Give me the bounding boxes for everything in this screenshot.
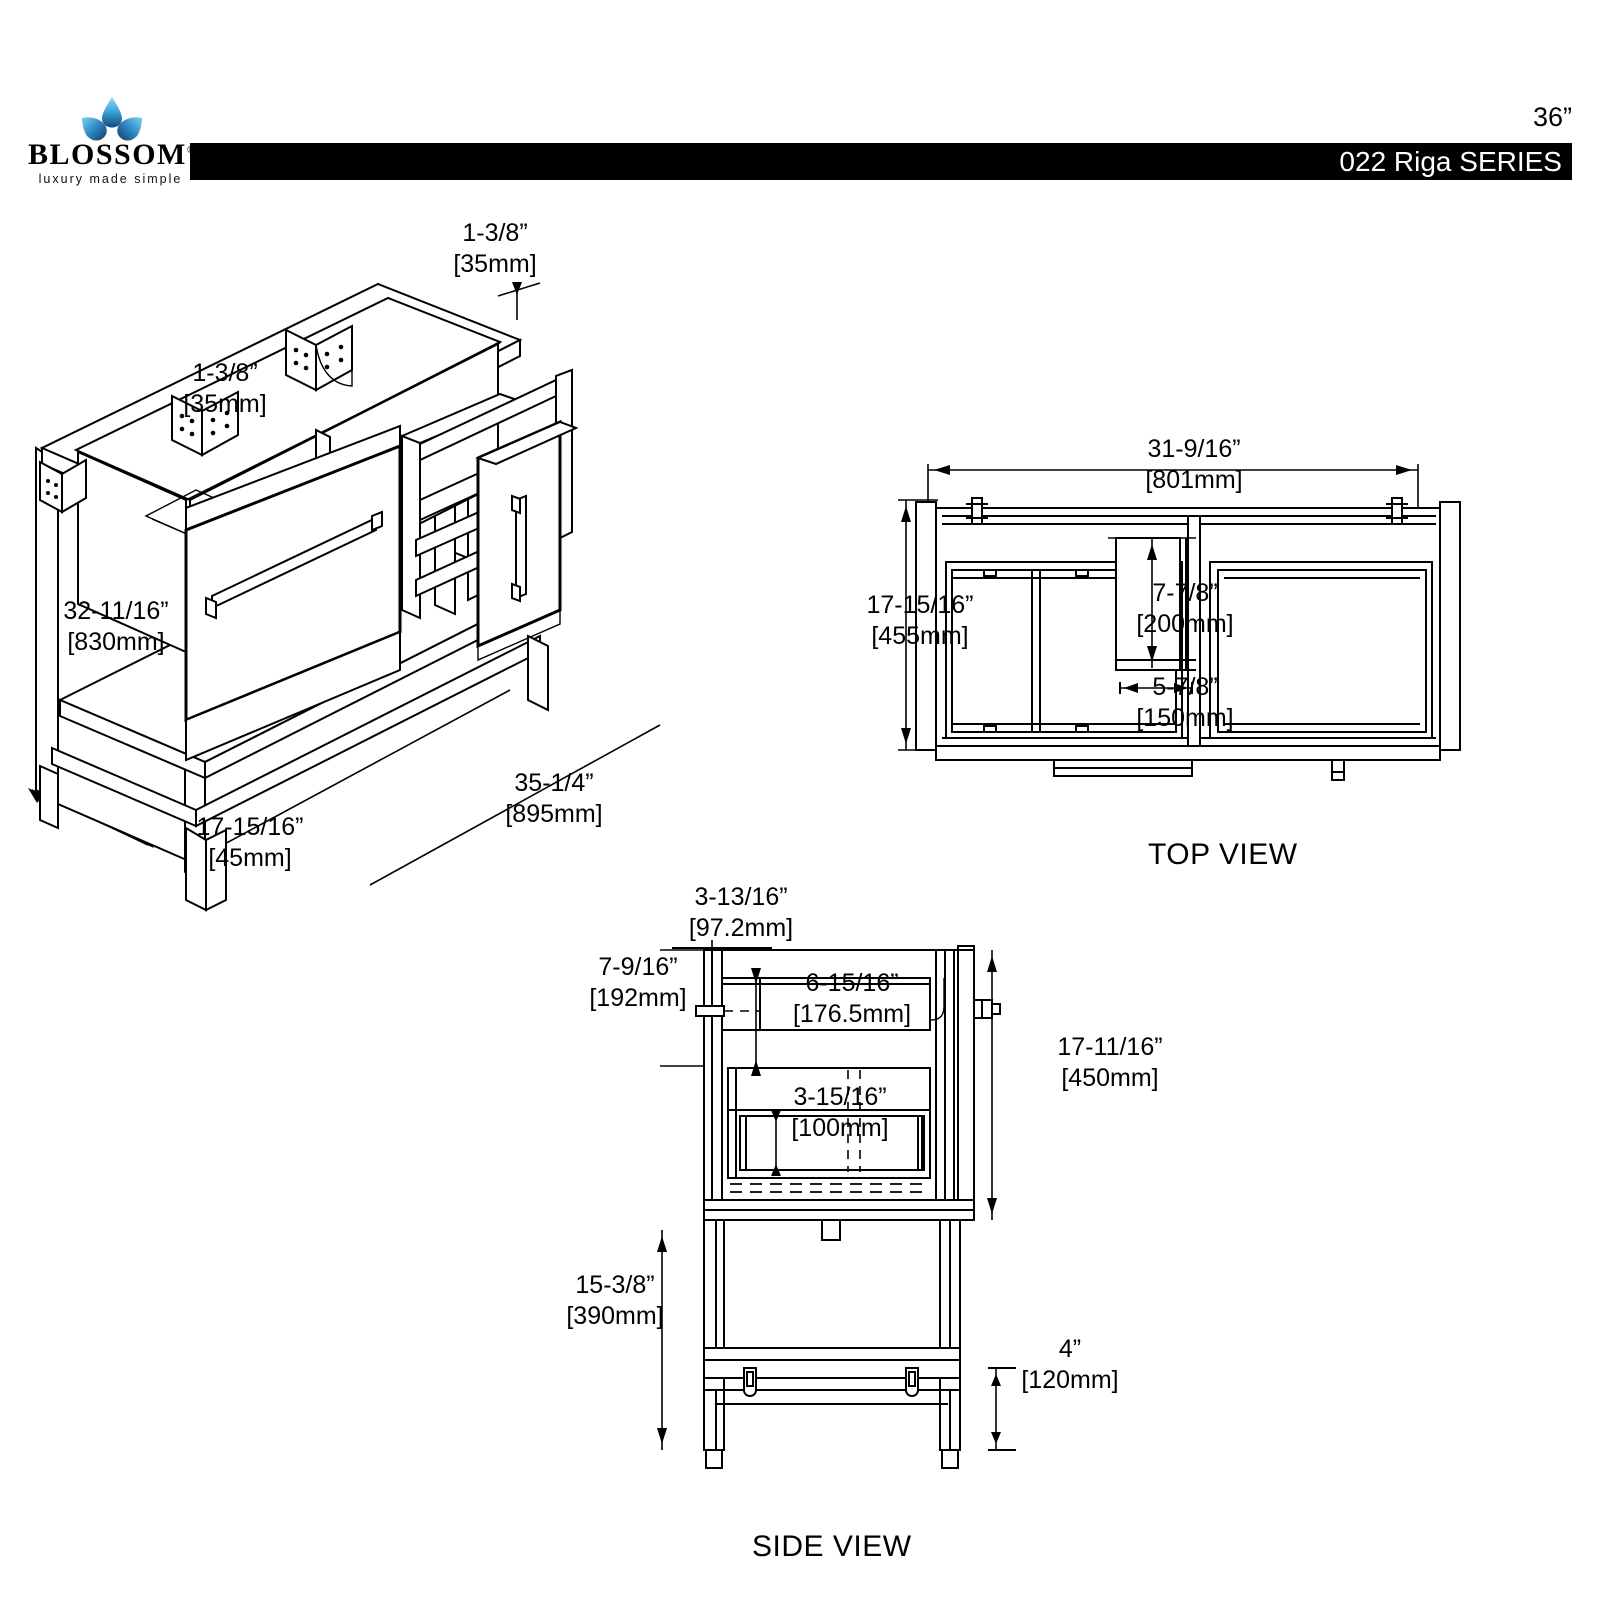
- iso-dim-width: 35-1/4” [895mm]: [505, 769, 603, 828]
- side-dim-leg-height: 15-3/8” [390mm]: [566, 1271, 664, 1330]
- series-title-text: 022 Riga SERIES: [1339, 146, 1562, 177]
- top-view-title: TOP VIEW: [1148, 838, 1298, 871]
- side-dim-foot-height: 4” [120mm]: [1021, 1335, 1119, 1394]
- side-view-drawing: [657, 940, 1016, 1469]
- side-view-title: SIDE VIEW: [752, 1530, 912, 1563]
- iso-dim-depth: 17-15/16” [45mm]: [196, 813, 304, 872]
- side-dim-lower-drawer: 3-15/16” [100mm]: [791, 1083, 889, 1142]
- page-header: BLOSSOM® luxury made simple 36” 022 Riga…: [0, 0, 1600, 200]
- size-label: 36”: [1532, 102, 1572, 132]
- top-dim-cutout-depth: 7-7/8” [200mm]: [1136, 579, 1234, 638]
- top-view-drawing: [898, 464, 1461, 781]
- top-dim-width: 31-9/16” [801mm]: [1145, 435, 1243, 494]
- side-dim-top-offset: 3-13/16” [97.2mm]: [688, 883, 794, 942]
- side-dim-drawer-depth: 6-15/16” [176.5mm]: [792, 969, 912, 1028]
- brand-wordmark: BLOSSOM®: [28, 138, 195, 171]
- iso-dim-top-depth: 1-3/8” [35mm]: [453, 219, 537, 278]
- side-dim-upper-height: 7-9/16” [192mm]: [589, 953, 687, 1012]
- side-dim-body-depth: 17-11/16” [450mm]: [1057, 1033, 1163, 1092]
- blossom-flower-icon: [82, 97, 142, 141]
- series-title-bar: 022 Riga SERIES: [190, 143, 1572, 180]
- isometric-view-drawing: [28, 282, 661, 912]
- top-dim-depth: 17-15/16” [455mm]: [866, 591, 974, 650]
- top-dim-cutout-width: 5-7/8” [150mm]: [1136, 673, 1234, 732]
- brand-logo: BLOSSOM® luxury made simple: [28, 96, 195, 186]
- brand-tagline: luxury made simple: [38, 172, 183, 186]
- brand-name-text: BLOSSOM: [28, 138, 187, 171]
- iso-dim-left-thickness: 1-3/8” [35mm]: [183, 359, 267, 418]
- iso-dim-height: 32-11/16” [830mm]: [63, 597, 169, 656]
